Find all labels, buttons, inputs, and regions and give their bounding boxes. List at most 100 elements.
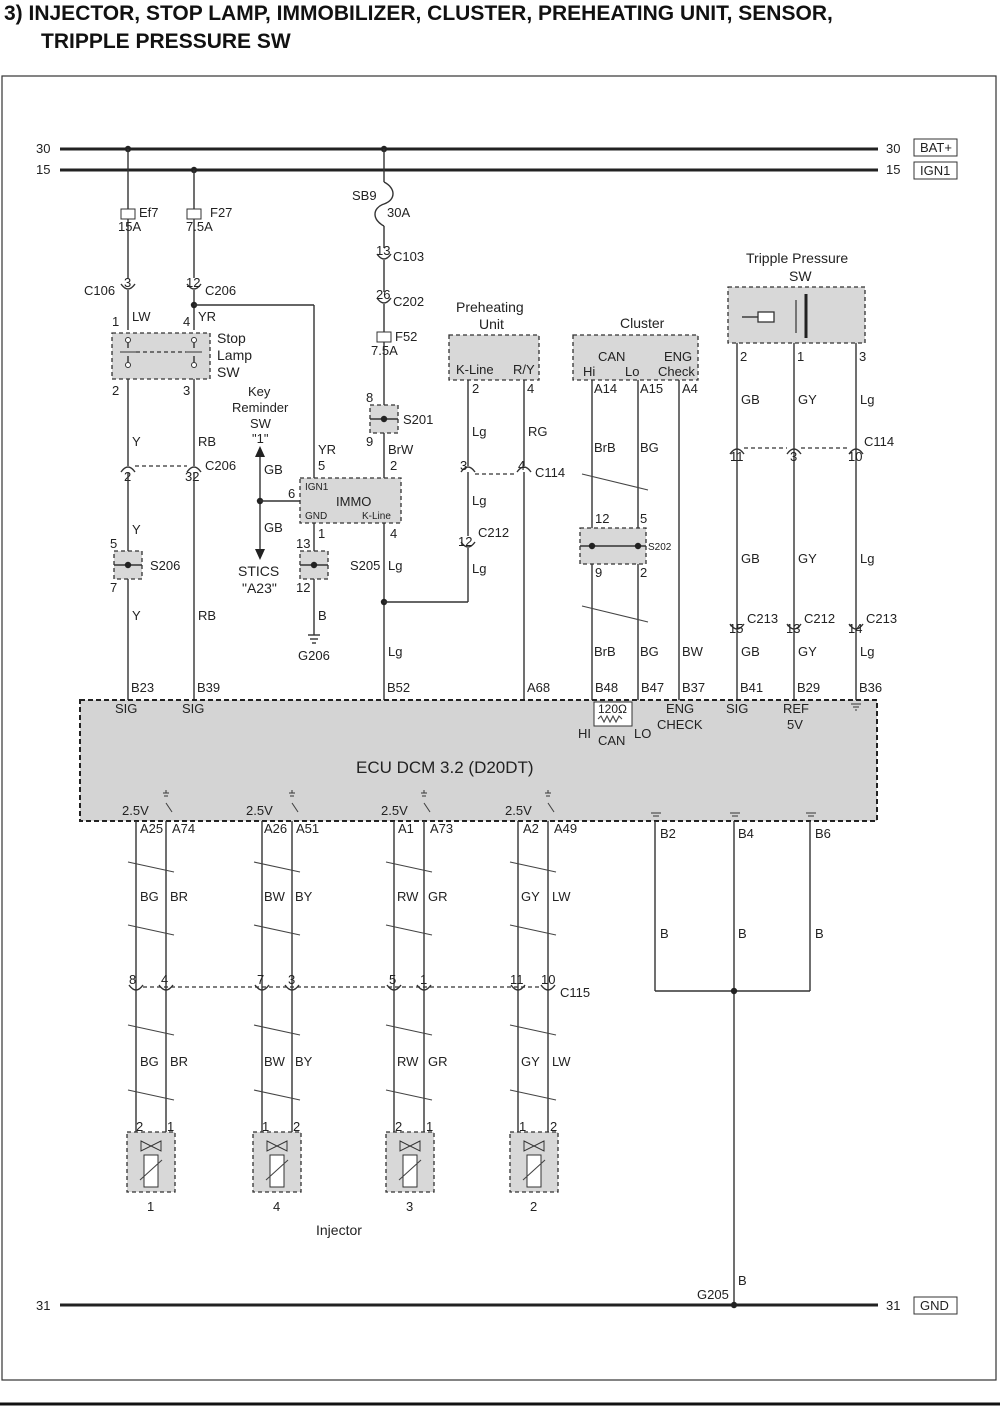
ecu-ground-circuit: B B B B G205 [654, 821, 824, 1309]
svg-text:7: 7 [257, 972, 264, 987]
svg-text:RW: RW [397, 889, 419, 904]
svg-text:10: 10 [848, 449, 862, 464]
stop-lamp-label-1: Stop [217, 330, 246, 346]
svg-text:2: 2 [112, 383, 119, 398]
svg-text:A68: A68 [527, 680, 550, 695]
svg-text:B2: B2 [660, 826, 676, 841]
svg-text:3: 3 [183, 383, 190, 398]
svg-text:2: 2 [530, 1199, 537, 1214]
svg-text:CAN: CAN [598, 349, 625, 364]
svg-text:B36: B36 [859, 680, 882, 695]
connector-c114-preheat: C114 [535, 465, 565, 480]
svg-text:BR: BR [170, 1054, 188, 1069]
title-block: 3) INJECTOR, STOP LAMP, IMMOBILIZER, CLU… [4, 0, 996, 56]
svg-text:A73: A73 [430, 821, 453, 836]
svg-text:1: 1 [797, 349, 804, 364]
svg-text:LW: LW [132, 309, 151, 324]
svg-text:2: 2 [472, 381, 479, 396]
svg-text:B39: B39 [197, 680, 220, 695]
svg-text:A74: A74 [172, 821, 195, 836]
svg-text:Check: Check [658, 364, 695, 379]
svg-text:BG: BG [140, 1054, 159, 1069]
injector-4: 1 2 4 [252, 1119, 302, 1214]
bus-30-left: 30 [36, 141, 50, 156]
key-reminder-label-2: Reminder [232, 400, 289, 415]
svg-text:A25: A25 [140, 821, 163, 836]
svg-text:BrB: BrB [594, 644, 616, 659]
svg-text:SIG: SIG [115, 701, 137, 716]
svg-text:6: 6 [288, 486, 295, 501]
ecu-name: ECU DCM 3.2 (D20DT) [356, 758, 534, 777]
connector-c202: C202 [393, 294, 424, 309]
svg-text:BW: BW [264, 889, 286, 904]
svg-text:B47: B47 [641, 680, 664, 695]
svg-text:Lg: Lg [860, 551, 874, 566]
svg-text:11: 11 [730, 449, 744, 464]
connector-c103: C103 [393, 249, 424, 264]
ecu-dcm: B23 B39 B52 A68 B48 B47 B37 B41 B29 B36 … [79, 680, 882, 841]
svg-text:12: 12 [595, 511, 609, 526]
svg-text:BG: BG [640, 644, 659, 659]
svg-text:HI: HI [578, 726, 591, 741]
svg-text:RG: RG [528, 424, 548, 439]
fuse-f27-name: F27 [210, 205, 232, 220]
svg-text:2.5V: 2.5V [122, 803, 149, 818]
svg-text:B: B [815, 926, 824, 941]
svg-text:B: B [660, 926, 669, 941]
svg-text:A2: A2 [523, 821, 539, 836]
svg-text:1: 1 [112, 314, 119, 329]
svg-text:S201: S201 [403, 412, 433, 427]
svg-text:5: 5 [389, 972, 396, 987]
svg-text:5: 5 [110, 536, 117, 551]
svg-text:Lg: Lg [388, 558, 402, 573]
bat-plus-label: BAT+ [920, 140, 952, 155]
stop-lamp-label-2: Lamp [217, 347, 252, 363]
tripple-pressure-label-2: SW [789, 268, 812, 284]
svg-text:3: 3 [460, 458, 467, 473]
svg-text:A49: A49 [554, 821, 577, 836]
svg-text:8: 8 [366, 390, 373, 405]
svg-text:7: 7 [110, 580, 117, 595]
svg-text:9: 9 [366, 434, 373, 449]
svg-text:BG: BG [640, 440, 659, 455]
svg-text:GB: GB [264, 520, 283, 535]
cluster-unit: Cluster CAN Hi Lo ENG Check A14 A15 A4 B… [572, 315, 704, 700]
svg-text:5V: 5V [787, 717, 803, 732]
bus-15-right: 15 [886, 162, 900, 177]
connector-c114-tripple: C114 [864, 434, 894, 449]
svg-text:3: 3 [859, 349, 866, 364]
svg-text:RB: RB [198, 434, 216, 449]
svg-text:3: 3 [288, 972, 295, 987]
bus-30-right: 30 [886, 141, 900, 156]
svg-text:BY: BY [295, 1054, 313, 1069]
svg-text:B37: B37 [682, 680, 705, 695]
svg-text:GR: GR [428, 889, 448, 904]
immo-power-circuit: SB9 30A 13 C103 26 C202 F52 7.5A 8 9 S20… [350, 145, 468, 700]
svg-text:BG: BG [140, 889, 159, 904]
svg-text:120Ω: 120Ω [598, 702, 627, 716]
svg-text:Y: Y [132, 434, 141, 449]
svg-text:BrB: BrB [594, 440, 616, 455]
page-title-continued: TRIPPLE PRESSURE SW [41, 30, 291, 53]
stics-label-1: STICS [238, 563, 279, 579]
svg-text:K-Line: K-Line [362, 511, 391, 522]
bus-31-left: 31 [36, 1298, 50, 1313]
svg-text:Y: Y [132, 608, 141, 623]
svg-text:CAN: CAN [598, 733, 625, 748]
svg-text:1: 1 [147, 1199, 154, 1214]
svg-text:13: 13 [376, 243, 390, 258]
svg-text:Lg: Lg [472, 493, 486, 508]
svg-text:14: 14 [848, 621, 862, 636]
preheating-label-2: Unit [479, 316, 504, 332]
svg-text:BY: BY [295, 889, 313, 904]
preheating-label-1: Preheating [456, 299, 524, 315]
svg-text:YR: YR [198, 309, 216, 324]
svg-text:GY: GY [521, 1054, 540, 1069]
connector-c106: C106 [84, 283, 115, 298]
svg-text:2: 2 [293, 1119, 300, 1134]
page-title: 3) INJECTOR, STOP LAMP, IMMOBILIZER, CLU… [4, 2, 833, 25]
svg-text:YR: YR [318, 442, 336, 457]
svg-text:LW: LW [552, 889, 571, 904]
svg-text:ENG: ENG [664, 349, 692, 364]
svg-text:15: 15 [729, 621, 743, 636]
